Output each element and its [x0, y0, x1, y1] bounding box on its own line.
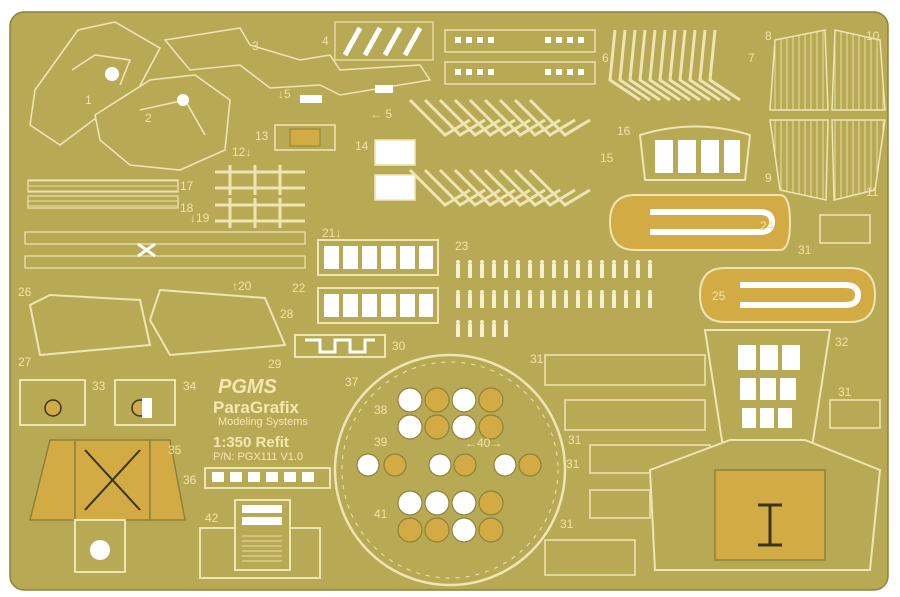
label-27: 27: [18, 355, 32, 369]
brand-subtitle: Modeling Systems: [218, 416, 308, 428]
label-38: 38: [374, 403, 388, 417]
label-42: 42: [205, 511, 219, 525]
label-7: 7: [748, 51, 755, 65]
part-38-41-lenses: [356, 387, 542, 543]
brand-name: ParaGrafix: [213, 398, 300, 417]
label-31d: 31: [798, 243, 812, 257]
part-16: [638, 125, 752, 181]
part-15-16: [408, 98, 591, 207]
label-11: 11: [866, 185, 879, 199]
part-32: [648, 329, 882, 571]
part-33: [19, 379, 86, 426]
part-5-tab: [375, 85, 393, 93]
part-34: [114, 379, 176, 426]
label-37: 37: [345, 375, 359, 389]
part-8-11-vents: [769, 29, 886, 201]
label-30: 30: [392, 339, 406, 353]
logo-mark: PGMS: [218, 376, 278, 398]
label-35: 35: [168, 443, 182, 457]
part-6-windows: [455, 37, 584, 75]
label-25: 25: [712, 289, 726, 303]
label-14: 14: [355, 139, 369, 153]
label-18: 18: [180, 201, 194, 215]
label-36: 36: [183, 473, 197, 487]
label-40: ←40→: [465, 436, 502, 450]
label-22: 22: [292, 281, 306, 295]
part-2: [94, 74, 231, 171]
label-31c: 31: [560, 517, 574, 531]
label-31b: 31: [568, 433, 582, 447]
label-19: ↓19: [190, 211, 210, 225]
label-23: 23: [455, 239, 469, 253]
part-23-figure-silhouettes: [456, 260, 652, 337]
label-24: 24: [760, 219, 774, 233]
label-34: 34: [183, 379, 197, 393]
part-35: [29, 439, 186, 573]
label-10: 10: [866, 29, 880, 43]
part-28-29: [148, 288, 287, 357]
part-12: [215, 165, 305, 228]
part-30: [294, 334, 386, 358]
part-4: [334, 21, 434, 61]
label-17: 17: [180, 179, 194, 193]
label-1: 1: [85, 93, 92, 107]
part-24: [608, 194, 792, 251]
label-33: 33: [92, 379, 106, 393]
label-5a: ↓5: [278, 87, 291, 101]
part-5-tab: [300, 95, 322, 103]
label-12: 12↓: [232, 145, 251, 159]
part-13: [274, 124, 336, 151]
label-4: 4: [322, 34, 329, 48]
label-13: 13: [255, 129, 269, 143]
label-16: 16: [617, 124, 631, 138]
label-8: 8: [765, 29, 772, 43]
part-21-22: [317, 239, 439, 324]
label-41: 41: [374, 507, 388, 521]
part-labels: 1 2 3 4 ↓5 ← 5 6 7 8 9 10 11 12↓ 13 14 1…: [18, 29, 880, 531]
part-36: [204, 467, 331, 489]
label-2: 2: [145, 111, 152, 125]
part-14: [374, 139, 416, 201]
label-5b: ← 5: [370, 107, 392, 121]
part-3: [163, 27, 432, 96]
label-32: 32: [835, 335, 849, 349]
label-28: 28: [280, 307, 294, 321]
label-3: 3: [252, 39, 259, 53]
part-26-27: [28, 293, 152, 357]
part-number: P/N: PGX111 V1.0: [213, 451, 303, 463]
part-17-18: [27, 179, 179, 209]
part-7: [608, 29, 741, 102]
label-39: 39: [374, 435, 388, 449]
label-6: 6: [602, 51, 609, 65]
label-9: 9: [765, 171, 772, 185]
part-6: [444, 29, 596, 85]
label-31f: 31: [566, 457, 580, 471]
label-15: 15: [600, 151, 614, 165]
label-20: ↑20: [232, 279, 252, 293]
label-29: 29: [268, 357, 282, 371]
part-25: [698, 267, 877, 323]
label-31a: 31: [530, 352, 544, 366]
maker-logo: PGMS ParaGrafix Modeling Systems 1:350 R…: [213, 376, 308, 463]
part-31-chairs: [544, 214, 881, 576]
kit-scale: 1:350 Refit: [213, 434, 289, 451]
label-21: 21↓: [322, 226, 341, 240]
part-42: [199, 499, 321, 579]
part-19: [24, 231, 306, 269]
label-31e: 31: [838, 385, 852, 399]
label-26: 26: [18, 285, 32, 299]
